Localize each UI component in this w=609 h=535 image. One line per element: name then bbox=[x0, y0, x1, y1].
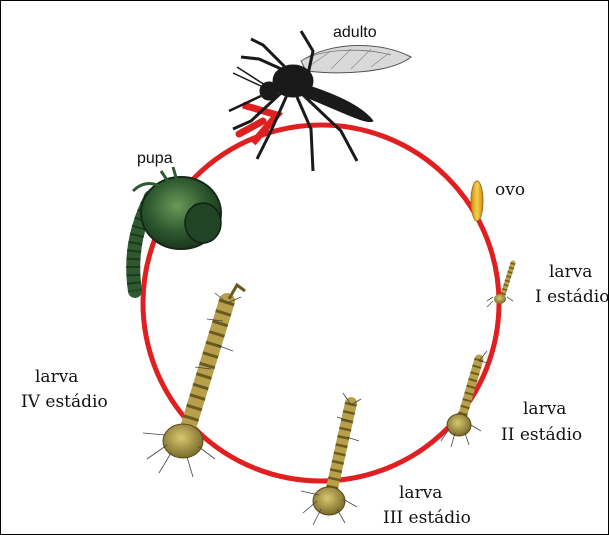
larva-1-label-line1: larva bbox=[549, 264, 592, 281]
larva-2-label-line1: larva bbox=[523, 401, 566, 418]
larva-stage-2-drawing bbox=[441, 351, 489, 447]
larva-3-label-line1: larva bbox=[399, 485, 442, 502]
larva-4-label-line1: larva bbox=[35, 369, 78, 386]
adult-label: adulto bbox=[333, 25, 377, 41]
larva-2-label-line2: II estádio bbox=[501, 427, 582, 444]
larva-stage-3-drawing bbox=[301, 393, 361, 525]
egg-label: ovo bbox=[495, 182, 525, 199]
adult-mosquito-drawing bbox=[229, 31, 411, 171]
pupa-label: pupa bbox=[137, 151, 173, 167]
larva-1-label-line2: I estádio bbox=[535, 289, 609, 306]
larva-4-label-line2: IV estádio bbox=[21, 394, 108, 411]
larva-3-label-line2: III estádio bbox=[383, 510, 471, 527]
egg-drawing bbox=[471, 181, 483, 221]
